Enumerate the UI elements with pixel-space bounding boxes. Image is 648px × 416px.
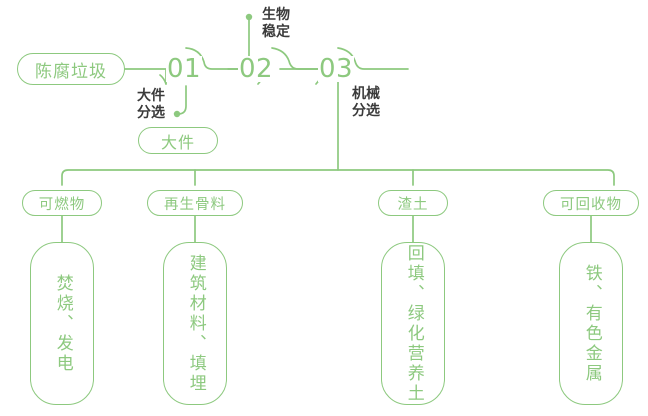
category-pill-combustible-label: 可燃物 [38, 196, 86, 213]
outcome-box-aggregate-text: 建筑材料、填埋 [185, 253, 206, 394]
stage-label-02-line2: 稳定 [262, 24, 290, 41]
stage-label-01-line1: 大件 [137, 88, 165, 104]
outcome-box-recyclable[interactable]: 铁、有色金属 [559, 242, 623, 405]
wire-distribution-bus [61, 169, 615, 186]
wire-root-to-01 [124, 68, 167, 85]
wire-01-left-hook [159, 74, 167, 85]
category-pill-slag-label: 渣土 [397, 196, 429, 213]
node-bulky-output[interactable]: 大件 [138, 127, 218, 154]
stage-number-02[interactable]: 02 [238, 54, 275, 84]
stage-number-03[interactable]: 03 [318, 54, 355, 84]
stage-number-01[interactable]: 01 [166, 54, 203, 84]
category-pill-recyclable-label: 可回收物 [560, 196, 622, 213]
wire-03-exit [337, 47, 409, 70]
stage-label-02: 生物 稳定 [262, 7, 290, 41]
category-pill-slag[interactable]: 渣土 [378, 190, 448, 216]
outcome-box-combustible-text: 焚烧、发电 [52, 273, 73, 374]
wire-01-to-02 [185, 47, 239, 70]
category-pill-aggregate[interactable]: 再生骨料 [147, 190, 243, 216]
wire-01-to-bulky [176, 85, 187, 115]
node-bulky-output-label: 大件 [160, 132, 195, 152]
wire-03-drop-to-bus [279, 68, 339, 171]
category-pill-aggregate-label: 再生骨料 [164, 196, 226, 213]
node-root-waste[interactable]: 陈腐垃圾 [17, 53, 125, 85]
stage-label-03-line2: 分选 [352, 103, 380, 120]
category-pill-combustible[interactable]: 可燃物 [22, 190, 102, 216]
bulky-terminal-dot [173, 110, 181, 118]
outcome-box-recyclable-text: 铁、有色金属 [581, 263, 602, 384]
category-pill-recyclable[interactable]: 可回收物 [543, 190, 639, 216]
stage-label-03-line1: 机械 [352, 86, 380, 102]
stage-label-02-line1: 生物 [262, 7, 290, 23]
outcome-box-slag-text: 回填、绿化营养土 [403, 243, 424, 404]
stage-label-03: 机械 分选 [352, 86, 380, 120]
outcome-box-combustible[interactable]: 焚烧、发电 [30, 242, 94, 405]
outcome-box-aggregate[interactable]: 建筑材料、填埋 [163, 242, 227, 405]
outcome-box-slag[interactable]: 回填、绿化营养土 [381, 242, 445, 405]
stage-label-01-line2: 分选 [137, 105, 165, 122]
bio-terminal-dot [245, 13, 253, 21]
node-root-waste-label: 陈腐垃圾 [35, 61, 107, 82]
stage-label-01: 大件 分选 [137, 88, 165, 122]
wire-02-to-03-upper [271, 47, 319, 70]
